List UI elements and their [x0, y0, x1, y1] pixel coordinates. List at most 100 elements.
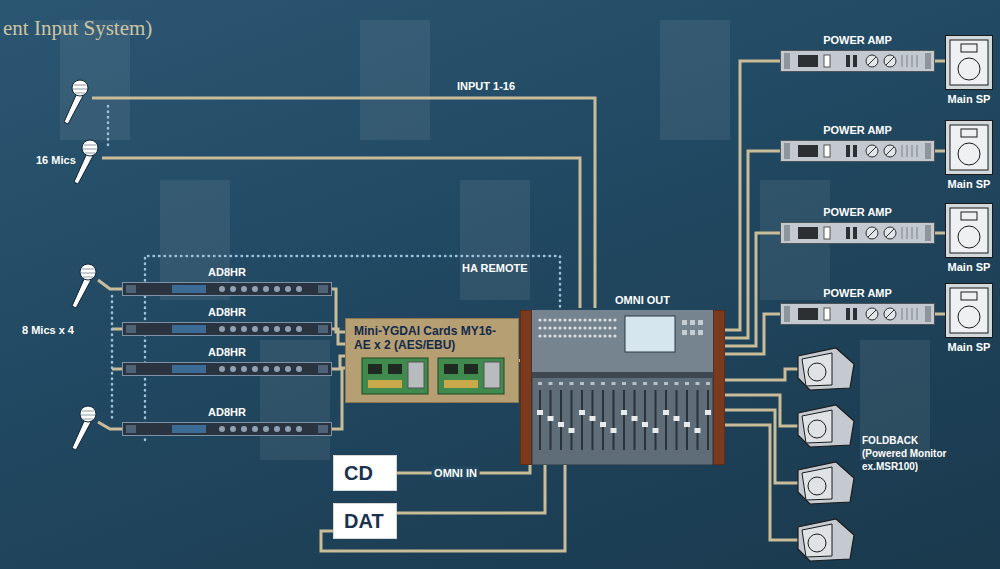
rack-ear — [318, 285, 328, 293]
console-knob — [568, 334, 571, 337]
amp-handle — [784, 306, 790, 322]
console-knob — [598, 334, 601, 337]
device-art — [122, 282, 332, 296]
monitor-body — [798, 462, 854, 504]
speaker-grille — [950, 288, 988, 333]
amp-knob — [884, 145, 896, 157]
fader-track — [665, 390, 667, 450]
rack-knob — [263, 286, 269, 292]
speaker-woofer — [958, 306, 980, 328]
amp-vent — [907, 308, 908, 320]
signal-wire — [935, 150, 945, 153]
microphone-symbol — [72, 264, 96, 308]
console-knob — [538, 326, 541, 329]
console-knob — [603, 334, 606, 337]
fader-cap — [579, 410, 585, 415]
amp-bar — [853, 308, 857, 320]
amp-handle — [784, 143, 790, 159]
speaker-horn — [961, 44, 977, 52]
console-knob — [608, 326, 611, 329]
knob-pointer — [886, 147, 894, 155]
amp-display — [798, 145, 818, 157]
mic-head — [80, 406, 96, 422]
console-knob — [543, 318, 546, 321]
console-knob — [593, 326, 596, 329]
rack-display — [172, 425, 206, 433]
console-side — [713, 310, 725, 465]
console-screen — [625, 316, 675, 352]
background-shape — [460, 180, 530, 300]
device-art — [780, 140, 935, 162]
rack-knob — [274, 426, 280, 432]
knob-pointer — [868, 310, 876, 318]
amp-display — [798, 308, 818, 320]
microphone-symbol — [72, 406, 96, 450]
card-chip — [464, 364, 478, 374]
console-knob — [558, 334, 561, 337]
note-label: INPUT 1-16 — [457, 80, 515, 93]
rack-ear — [126, 425, 136, 433]
console-knob — [538, 318, 541, 321]
console-knob — [568, 318, 571, 321]
fader-track — [539, 390, 541, 450]
speaker-horn — [961, 292, 977, 300]
rack-knob — [230, 326, 236, 332]
amp-vent — [907, 145, 908, 157]
expansion-card — [362, 358, 428, 394]
rack-knob — [219, 426, 225, 432]
console-knob — [588, 334, 591, 337]
console-knob — [543, 326, 546, 329]
amp-vent — [912, 308, 913, 320]
rack-display — [172, 325, 206, 333]
signal-wire — [725, 151, 780, 338]
monitor-face — [802, 467, 832, 500]
mic-wire — [102, 158, 580, 308]
rack-knob — [274, 286, 280, 292]
amp-vent — [907, 55, 908, 67]
card-chip — [388, 364, 402, 374]
rack-knob — [274, 326, 280, 332]
amp-knob — [866, 145, 878, 157]
mic-wire — [98, 422, 122, 429]
console-key — [698, 330, 703, 335]
channel-key — [643, 382, 647, 385]
amp-knob — [866, 308, 878, 320]
console-knob — [563, 318, 566, 321]
monitor-cone — [808, 477, 826, 495]
card-illustration — [354, 356, 512, 398]
channel-key — [559, 382, 563, 385]
device-art — [945, 203, 993, 258]
speaker-grille — [950, 208, 988, 253]
rack-knob — [296, 366, 302, 372]
console-divider — [532, 372, 713, 378]
amp-vent — [917, 145, 918, 157]
monitor-speaker — [798, 462, 854, 504]
amp-bar — [846, 308, 850, 320]
main-speaker: Main SP — [945, 283, 993, 338]
amp-handle — [925, 306, 931, 322]
console-knob — [563, 334, 566, 337]
fader-track — [623, 390, 625, 450]
console-knob — [578, 318, 581, 321]
device-art — [945, 120, 993, 175]
console-knob — [613, 318, 616, 321]
device-label: POWER AMP — [823, 124, 892, 137]
channel-key — [675, 382, 679, 385]
card-board — [362, 358, 428, 394]
amp-bar — [846, 55, 850, 67]
fader-cap — [590, 416, 596, 421]
mic-grille — [83, 145, 97, 153]
amp-handle — [925, 53, 931, 69]
fader-cap — [653, 428, 659, 433]
fader-cap — [632, 416, 638, 421]
console-body — [532, 310, 713, 465]
console-key — [690, 330, 695, 335]
knob-pointer — [868, 57, 876, 65]
console-knob — [583, 326, 586, 329]
channel-key — [622, 382, 626, 385]
rack-knob — [296, 286, 302, 292]
box-label: Mini-YGDAI Cards MY16-AE x 2 (AES/EBU) — [354, 324, 512, 352]
amp-bar — [853, 227, 857, 239]
console-knob — [548, 326, 551, 329]
